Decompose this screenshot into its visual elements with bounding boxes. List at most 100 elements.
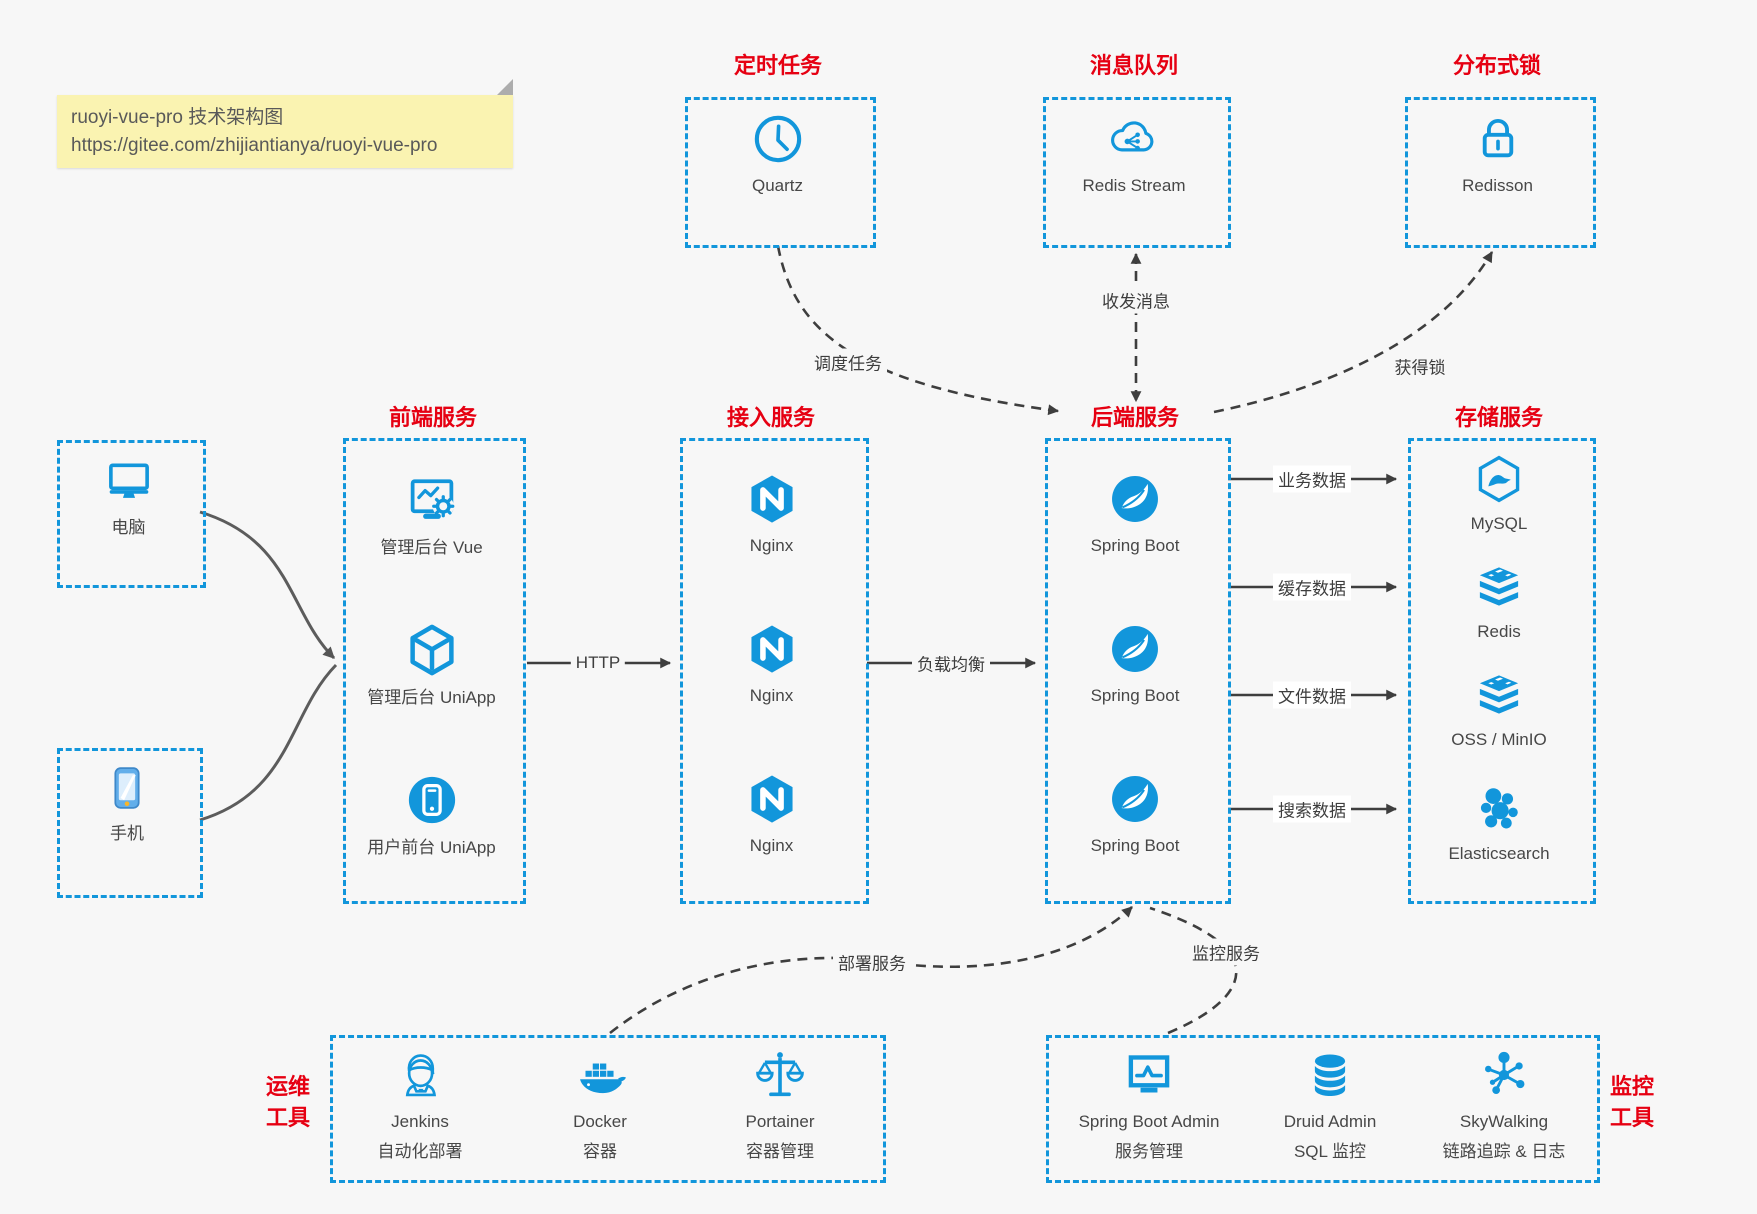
item-sublabel: 容器 xyxy=(583,1141,617,1161)
item-label: Spring Boot xyxy=(1090,536,1180,555)
scheduled-task-box xyxy=(685,97,876,248)
edge-label-cache-data: 缓存数据 xyxy=(1273,573,1351,601)
docker-icon xyxy=(571,1046,629,1104)
column-title-backend: 后端服务 xyxy=(1090,405,1180,430)
redis-stream-item: Redis Stream xyxy=(1043,110,1225,198)
item-label: Spring Boot Admin xyxy=(1078,1112,1220,1131)
frontend-box xyxy=(343,438,526,904)
spring-boot-admin-item: Spring Boot Admin 服务管理 xyxy=(1063,1046,1235,1164)
item-label: Elasticsearch xyxy=(1448,844,1550,863)
item-label: Spring Boot xyxy=(1090,686,1180,705)
oss-stack-icon xyxy=(1472,668,1526,722)
ops-tools-box xyxy=(330,1035,886,1183)
item-sublabel: 自动化部署 xyxy=(377,1141,463,1161)
desktop-client-item: 电脑 xyxy=(57,452,200,540)
item-sublabel: 容器管理 xyxy=(746,1141,814,1161)
cloud-stream-icon xyxy=(1105,110,1163,168)
edge-label-schedule-task: 调度任务 xyxy=(809,348,887,376)
ops-tools-title-line2: 工具 xyxy=(265,1104,310,1130)
sticky-note-title: ruoyi-vue-pro 技术架构图 xyxy=(71,107,284,128)
item-label: SkyWalking xyxy=(1459,1112,1549,1131)
sticky-note: ruoyi-vue-pro 技术架构图 https://gitee.com/zh… xyxy=(57,78,513,169)
item-label: Portainer xyxy=(745,1112,815,1131)
item-label: Redisson xyxy=(1462,176,1533,195)
column-title-storage: 存储服务 xyxy=(1454,405,1544,430)
edge-acquire-lock xyxy=(1213,251,1494,414)
desktop-icon xyxy=(100,452,158,510)
edge-desktop-to-frontend xyxy=(199,510,336,660)
admin-vue-item: 管理后台 Vue xyxy=(343,470,520,560)
group-title-scheduled-task: 定时任务 xyxy=(733,53,823,78)
item-label: Spring Boot xyxy=(1090,836,1180,855)
item-sublabel: 链路追踪 & 日志 xyxy=(1442,1141,1566,1161)
edge-phone-to-frontend xyxy=(199,663,338,822)
user-uniapp-item: 用户前台 UniApp xyxy=(343,770,520,860)
spring-boot-item-1: Spring Boot xyxy=(1045,470,1225,558)
elasticsearch-icon xyxy=(1472,782,1526,836)
item-label: Jenkins xyxy=(391,1112,449,1131)
item-label: 电脑 xyxy=(111,518,146,537)
distributed-lock-box xyxy=(1405,97,1596,248)
mysql-icon xyxy=(1472,452,1526,506)
item-label: 管理后台 Vue xyxy=(380,538,483,557)
admin-vue-icon xyxy=(402,470,462,530)
edge-monitor-service xyxy=(1149,906,1238,1035)
item-label: Quartz xyxy=(751,176,804,195)
group-title-distributed-lock: 分布式锁 xyxy=(1452,53,1542,78)
storage-box xyxy=(1408,438,1596,904)
monitoring-tools-title-line2: 工具 xyxy=(1609,1104,1654,1130)
spring-boot-icon xyxy=(1106,470,1164,528)
nginx-item-2: Nginx xyxy=(680,620,863,708)
edge-label-deploy-service: 部署服务 xyxy=(833,948,911,976)
spring-boot-admin-icon xyxy=(1120,1046,1178,1104)
phone-icon xyxy=(99,760,155,816)
admin-uniapp-item: 管理后台 UniApp xyxy=(343,620,520,710)
item-label: Nginx xyxy=(749,836,794,855)
edge-label-send-receive-message: 收发消息 xyxy=(1097,286,1175,314)
column-title-frontend: 前端服务 xyxy=(388,405,478,430)
edge-label-file-data: 文件数据 xyxy=(1273,681,1351,709)
oss-minio-item: OSS / MinIO xyxy=(1408,668,1590,752)
edge-label-business-data: 业务数据 xyxy=(1273,465,1351,493)
ops-tools-title-line1: 运维 xyxy=(265,1074,310,1099)
edge-label-load-balance: 负载均衡 xyxy=(912,649,990,677)
monitoring-tools-title-line1: 监控 xyxy=(1609,1074,1654,1099)
druid-icon xyxy=(1301,1046,1359,1104)
nginx-icon xyxy=(743,470,801,528)
druid-admin-item: Druid Admin SQL 监控 xyxy=(1250,1046,1410,1164)
edge-label-http: HTTP xyxy=(570,652,626,674)
item-label: 管理后台 UniApp xyxy=(367,688,496,707)
item-label: Redis xyxy=(1477,622,1521,641)
redisson-item: Redisson xyxy=(1405,110,1590,198)
nginx-item-3: Nginx xyxy=(680,770,863,858)
item-label: Docker xyxy=(573,1112,627,1131)
phone-client-box xyxy=(57,748,203,898)
nginx-icon xyxy=(743,770,801,828)
item-sublabel: SQL 监控 xyxy=(1293,1141,1367,1161)
monitoring-tools-box xyxy=(1046,1035,1600,1183)
quartz-item: Quartz xyxy=(685,110,870,198)
mysql-item: MySQL xyxy=(1408,452,1590,536)
clock-icon xyxy=(749,110,807,168)
ops-tools-title: 运维 工具 xyxy=(258,1072,318,1134)
redis-item: Redis xyxy=(1408,560,1590,644)
phone-client-item: 手机 xyxy=(57,760,197,846)
edge-label-acquire-lock: 获得锁 xyxy=(1389,352,1451,380)
edge-label-monitor-service: 监控服务 xyxy=(1187,938,1265,966)
portainer-item: Portainer 容器管理 xyxy=(705,1046,855,1164)
item-label: 用户前台 UniApp xyxy=(367,838,496,857)
redis-stack-icon xyxy=(1472,560,1526,614)
spring-boot-item-2: Spring Boot xyxy=(1045,620,1225,708)
item-sublabel: 服务管理 xyxy=(1115,1141,1183,1161)
spring-boot-item-3: Spring Boot xyxy=(1045,770,1225,858)
nginx-icon xyxy=(743,620,801,678)
edge-label-search-data: 搜索数据 xyxy=(1273,795,1351,823)
item-label: MySQL xyxy=(1470,514,1528,533)
jenkins-icon xyxy=(391,1046,449,1104)
gateway-box xyxy=(680,438,869,904)
item-label: Nginx xyxy=(749,536,794,555)
column-title-gateway: 接入服务 xyxy=(726,405,816,430)
item-label: Druid Admin xyxy=(1283,1112,1377,1131)
message-queue-box xyxy=(1043,97,1231,248)
